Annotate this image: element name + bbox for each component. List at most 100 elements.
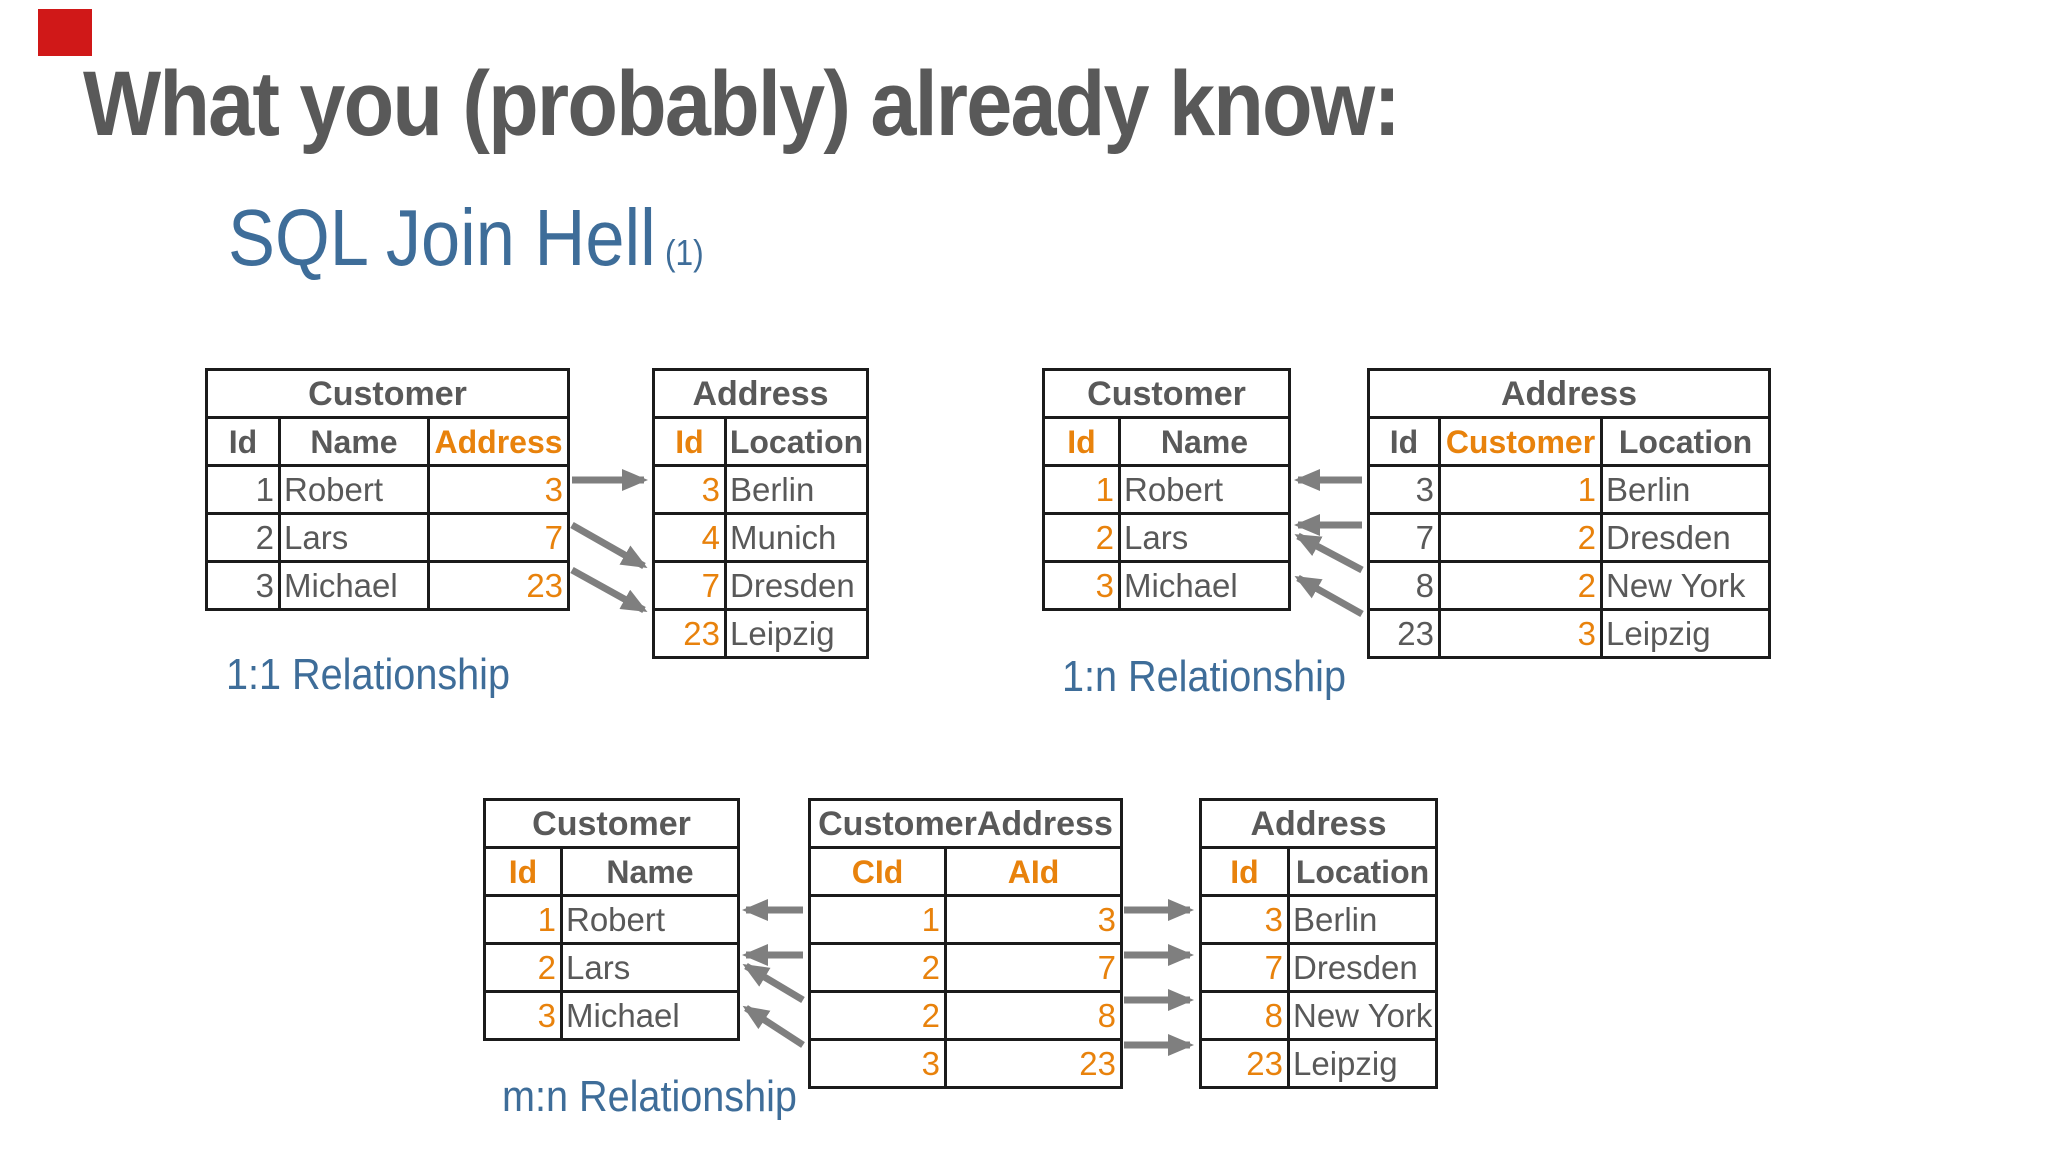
table-cell: New York bbox=[1287, 990, 1438, 1041]
column-header-address: Address bbox=[426, 416, 571, 467]
column-header-customer: Customer bbox=[1438, 416, 1603, 467]
subtitle-text: SQL Join Hell bbox=[228, 193, 656, 282]
table-cell: 3 bbox=[1042, 560, 1121, 611]
table-cell: 23 bbox=[426, 560, 571, 611]
arrow-1to1-23-leipzig bbox=[570, 566, 648, 614]
table-cell: 3 bbox=[205, 560, 281, 611]
column-header-name: Name bbox=[1117, 416, 1292, 467]
table-cell: Lars bbox=[1117, 512, 1292, 563]
table-cell: 7 bbox=[1367, 512, 1441, 563]
table-cell: Michael bbox=[278, 560, 430, 611]
slide-subtitle: SQL Join Hell (1) bbox=[228, 192, 704, 284]
table-cell: 2 bbox=[1438, 512, 1603, 563]
table-cell: Dresden bbox=[724, 560, 869, 611]
table-cell: 3 bbox=[426, 464, 571, 515]
table-title: Customer bbox=[204, 368, 571, 419]
table-cell: Michael bbox=[559, 990, 741, 1041]
table-cell: Dresden bbox=[1599, 512, 1772, 563]
table-cell: 1 bbox=[205, 464, 281, 515]
table-cell: 7 bbox=[1199, 942, 1290, 993]
arrow-mton-cid2b-lars bbox=[742, 962, 805, 1004]
column-header-id: Id bbox=[652, 416, 727, 467]
table-cell: Berlin bbox=[724, 464, 869, 515]
table-cell: Leipzig bbox=[1599, 608, 1772, 659]
table-cell: 8 bbox=[1199, 990, 1290, 1041]
table-cell: 2 bbox=[1042, 512, 1121, 563]
table-cell: 23 bbox=[652, 608, 727, 659]
table-cell: 3 bbox=[1367, 464, 1441, 515]
table-cell: Berlin bbox=[1287, 894, 1438, 945]
table-cell: 8 bbox=[944, 990, 1123, 1041]
table-cell: Robert bbox=[1117, 464, 1292, 515]
arrow-mton-cid3-michael bbox=[742, 1005, 805, 1048]
table-cell: 2 bbox=[483, 942, 563, 993]
table-title: Customer bbox=[482, 798, 741, 849]
column-header-name: Name bbox=[559, 846, 741, 897]
table-cell: 1 bbox=[1042, 464, 1121, 515]
table-cell: 2 bbox=[808, 990, 947, 1041]
table-cell: 3 bbox=[808, 1038, 947, 1089]
column-header-cid: CId bbox=[808, 846, 947, 897]
table-cell: 3 bbox=[1438, 608, 1603, 659]
relationship-label-1to1: 1:1 Relationship bbox=[226, 650, 510, 699]
table-cell: 1 bbox=[1438, 464, 1603, 515]
table-cell: 2 bbox=[1438, 560, 1603, 611]
table-cell: 3 bbox=[944, 894, 1123, 945]
table-cell: 3 bbox=[1199, 894, 1290, 945]
column-header-id: Id bbox=[1199, 846, 1290, 897]
column-header-id: Id bbox=[205, 416, 281, 467]
table-cell: Leipzig bbox=[724, 608, 869, 659]
table-cell: 4 bbox=[652, 512, 727, 563]
slide-title: What you (probably) already know: bbox=[83, 53, 1401, 155]
table-cell: 7 bbox=[426, 512, 571, 563]
table-cell: 1 bbox=[808, 894, 947, 945]
relationship-label-mton: m:n Relationship bbox=[502, 1072, 797, 1121]
table-cell: Michael bbox=[1117, 560, 1292, 611]
column-header-location: Location bbox=[1599, 416, 1772, 467]
table-cell: 23 bbox=[944, 1038, 1123, 1089]
table-cell: Leipzig bbox=[1287, 1038, 1438, 1089]
table-cell: New York bbox=[1599, 560, 1772, 611]
table-title: Address bbox=[1366, 368, 1772, 419]
table-title: CustomerAddress bbox=[808, 798, 1123, 849]
table-title: Address bbox=[1199, 798, 1438, 849]
column-header-location: Location bbox=[1287, 846, 1438, 897]
column-header-name: Name bbox=[278, 416, 430, 467]
column-header-aid: AId bbox=[944, 846, 1123, 897]
subtitle-note: (1) bbox=[665, 232, 704, 273]
table-cell: 3 bbox=[652, 464, 727, 515]
arrow-1ton-leipzig-michael bbox=[1294, 574, 1364, 618]
table-cell: 3 bbox=[483, 990, 563, 1041]
table-cell: Lars bbox=[278, 512, 430, 563]
